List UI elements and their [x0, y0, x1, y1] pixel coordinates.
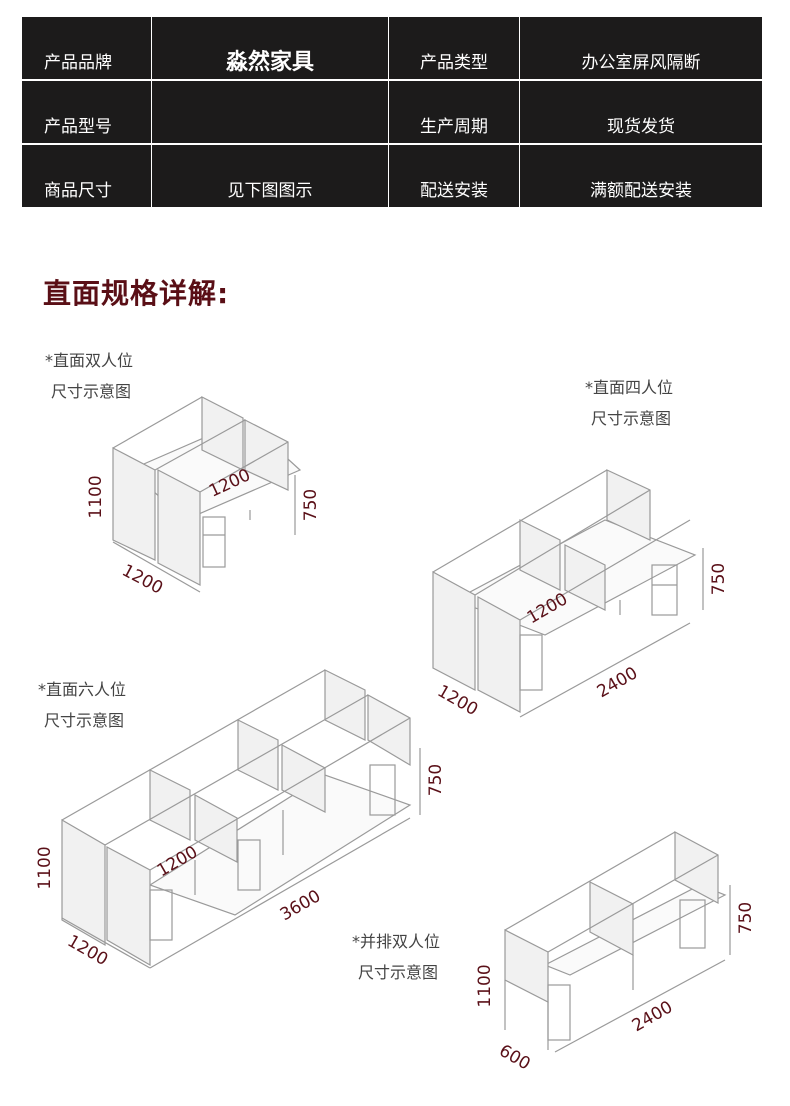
value-brand: 淼然家具 [152, 17, 389, 79]
value-type: 办公室屏风隔断 [520, 17, 762, 79]
value-delivery: 满额配送安装 [520, 145, 762, 207]
dim-4p-length: 2400 [594, 663, 641, 702]
dim-2p-desk-height: 750 [301, 489, 321, 521]
caption-2p: *直面双人位 尺寸示意图 [45, 345, 133, 407]
spec-row-brand: 产品品牌 淼然家具 产品类型 办公室屏风隔断 [22, 17, 762, 79]
label-delivery: 配送安装 [389, 145, 520, 207]
caption-side-line1: *并排双人位 [352, 932, 441, 951]
dim-side-height: 1100 [475, 964, 495, 1007]
value-model [152, 81, 389, 143]
label-brand: 产品品牌 [22, 17, 152, 79]
workstation-4p-drawing [432, 469, 704, 718]
value-size: 见下图图示 [152, 145, 389, 207]
dim-side-desk-height: 750 [736, 902, 756, 934]
dim-2p-depth: 1200 [119, 561, 167, 599]
caption-2p-line2: 尺寸示意图 [51, 382, 132, 401]
workstation-6p-drawing [61, 669, 421, 969]
caption-6p-line1: *直面六人位 [38, 680, 127, 699]
value-cycle: 现货发货 [520, 81, 762, 143]
dim-6p-desk-height: 750 [426, 764, 446, 796]
dim-side-length: 2400 [629, 997, 676, 1036]
label-type: 产品类型 [389, 17, 520, 79]
workstation-side-drawing [504, 830, 731, 1053]
caption-4p-line1: *直面四人位 [585, 378, 674, 397]
dim-6p-length: 3600 [277, 886, 324, 925]
label-model: 产品型号 [22, 81, 152, 143]
dim-side-depth: 600 [495, 1041, 533, 1075]
caption-side-line2: 尺寸示意图 [358, 963, 439, 982]
spec-row-model: 产品型号 生产周期 现货发货 [22, 81, 762, 143]
dim-2p-height: 1100 [86, 475, 106, 518]
spec-table: 产品品牌 淼然家具 产品类型 办公室屏风隔断 产品型号 生产周期 现货发货 商品… [22, 17, 762, 209]
caption-side: *并排双人位 尺寸示意图 [352, 926, 440, 988]
caption-6p: *直面六人位 尺寸示意图 [38, 674, 126, 736]
label-cycle: 生产周期 [389, 81, 520, 143]
dim-6p-height: 1100 [35, 846, 55, 889]
caption-2p-line1: *直面双人位 [45, 351, 134, 370]
caption-6p-line2: 尺寸示意图 [44, 711, 125, 730]
dim-4p-desk-height: 750 [709, 563, 729, 595]
workstation-2p-drawing [112, 396, 302, 593]
caption-4p-line2: 尺寸示意图 [591, 409, 672, 428]
caption-4p: *直面四人位 尺寸示意图 [585, 372, 673, 434]
section-title: 直面规格详解: [43, 277, 230, 310]
label-size: 商品尺寸 [22, 145, 152, 207]
spec-row-size: 商品尺寸 见下图图示 配送安装 满额配送安装 [22, 145, 762, 207]
